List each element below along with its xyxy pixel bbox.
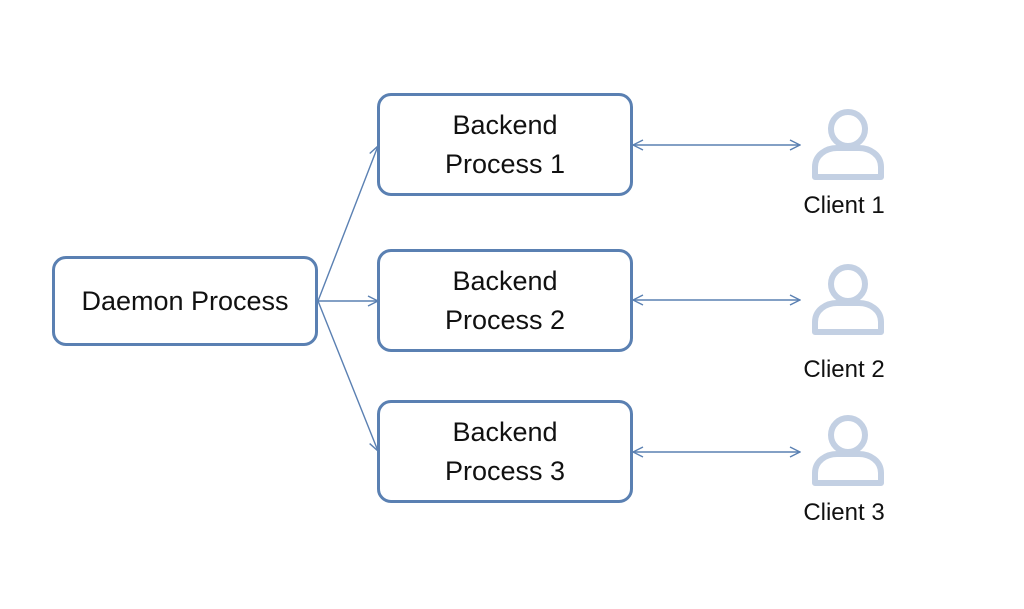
backend-1-line1: Backend xyxy=(452,109,558,140)
daemon-process-label: Daemon Process xyxy=(81,285,289,316)
user-icon xyxy=(812,264,884,335)
backend-process-2-box: Backend Process 2 xyxy=(377,249,633,352)
backend-1-line2: Process 1 xyxy=(444,148,566,179)
client-1-label: Client 1 xyxy=(803,192,885,219)
user-icon xyxy=(812,109,884,180)
backend-3-line2: Process 3 xyxy=(444,455,566,486)
backend-process-3-box: Backend Process 3 xyxy=(377,400,633,503)
backend-3-line1: Backend xyxy=(452,416,558,447)
arrow-daemon-to-backend-1 xyxy=(317,146,378,302)
client-2-label: Client 2 xyxy=(803,356,885,383)
backend-process-1-box: Backend Process 1 xyxy=(377,93,633,196)
backend-2-line1: Backend xyxy=(452,265,558,296)
daemon-process-box: Daemon Process xyxy=(52,256,318,346)
user-icon xyxy=(812,415,884,486)
arrow-daemon-to-backend-3 xyxy=(317,300,378,451)
client-3-label: Client 3 xyxy=(803,499,885,526)
backend-2-line2: Process 2 xyxy=(444,304,566,335)
